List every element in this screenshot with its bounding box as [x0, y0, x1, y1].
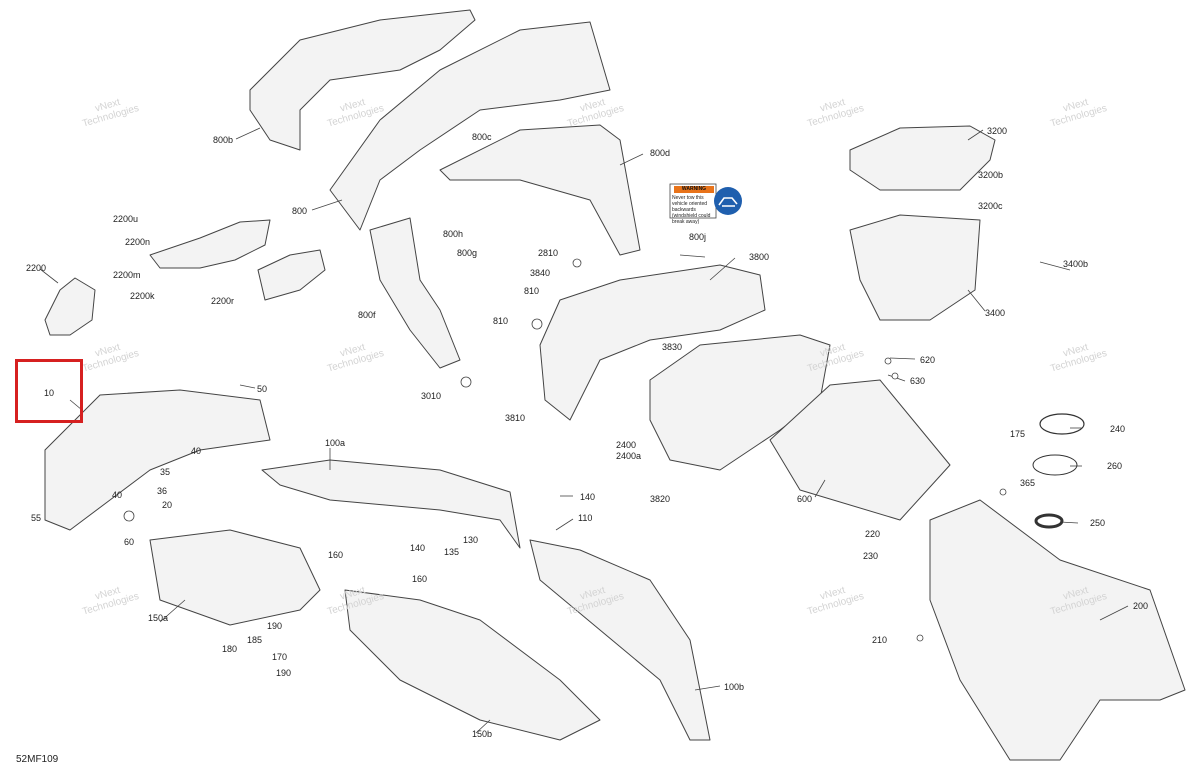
callout-185[interactable]: 185 [247, 635, 263, 645]
callout-630[interactable]: 630 [910, 376, 926, 386]
part-2200-mirror-left [44, 277, 96, 336]
warning-label-header: WARNING [674, 186, 714, 193]
part-800 [329, 21, 611, 231]
callout-800j[interactable]: 800j [689, 232, 707, 242]
diagram-reference-code: 52MF109 [16, 754, 59, 765]
callout-3200b[interactable]: 3200b [978, 170, 1004, 180]
callout-140-right[interactable]: 140 [580, 492, 596, 502]
callout-3200c[interactable]: 3200c [978, 201, 1003, 211]
callout-170[interactable]: 170 [272, 652, 288, 662]
part-3800 [539, 264, 766, 421]
part-100a [261, 459, 521, 549]
callout-160-right[interactable]: 160 [412, 574, 428, 584]
callout-180[interactable]: 180 [222, 644, 238, 654]
callout-200[interactable]: 200 [1133, 601, 1149, 611]
callout-160-left[interactable]: 160 [328, 550, 344, 560]
callout-10[interactable]: 10 [44, 388, 55, 398]
callout-3830[interactable]: 3830 [662, 342, 683, 352]
callout-3840[interactable]: 3840 [530, 268, 551, 278]
callout-3010[interactable]: 3010 [421, 391, 442, 401]
callout-800[interactable]: 800 [292, 206, 308, 216]
warning-label-body: Never tow this vehicle oriented backward… [672, 195, 711, 225]
part-2200-mirror-stem [149, 219, 271, 269]
callout-800b[interactable]: 800b [213, 135, 234, 145]
part-100b [529, 539, 711, 741]
callout-600[interactable]: 600 [797, 494, 813, 504]
callout-800g[interactable]: 800g [457, 248, 478, 258]
part-3200 [849, 125, 996, 191]
part-800d [439, 124, 641, 256]
part-600 [769, 379, 951, 521]
callout-800d[interactable]: 800d [650, 148, 671, 158]
callout-2200k[interactable]: 2200k [130, 291, 155, 301]
callout-260[interactable]: 260 [1107, 461, 1123, 471]
callout-20[interactable]: 20 [162, 500, 173, 510]
callout-810-upper[interactable]: 810 [524, 286, 540, 296]
highlight-box-part-10[interactable] [15, 359, 83, 423]
callout-3200[interactable]: 3200 [987, 126, 1008, 136]
callout-3400[interactable]: 3400 [985, 308, 1006, 318]
callout-36[interactable]: 36 [157, 486, 168, 496]
callout-250[interactable]: 250 [1090, 518, 1106, 528]
callout-800f[interactable]: 800f [358, 310, 376, 320]
callout-2200u[interactable]: 2200u [113, 214, 139, 224]
callout-150a[interactable]: 150a [148, 613, 169, 623]
part-800f [369, 217, 461, 369]
callout-365[interactable]: 365 [1020, 478, 1036, 488]
callout-130[interactable]: 130 [463, 535, 479, 545]
callout-110[interactable]: 110 [578, 513, 593, 523]
callout-100a[interactable]: 100a [325, 438, 346, 448]
callout-800h[interactable]: 800h [443, 229, 464, 239]
callout-35[interactable]: 35 [160, 467, 171, 477]
callout-2400[interactable]: 2400 [616, 440, 637, 450]
callout-230[interactable]: 230 [863, 551, 879, 561]
callout-3400b[interactable]: 3400b [1063, 259, 1089, 269]
callout-60[interactable]: 60 [124, 537, 135, 547]
callout-55[interactable]: 55 [31, 513, 42, 523]
part-200 [929, 499, 1186, 761]
callout-210[interactable]: 210 [872, 635, 888, 645]
callout-800c[interactable]: 800c [472, 132, 492, 142]
callout-40-upper[interactable]: 40 [191, 446, 202, 456]
callout-2200r[interactable]: 2200r [211, 296, 235, 306]
callout-190-upper[interactable]: 190 [267, 621, 283, 631]
callout-620[interactable]: 620 [920, 355, 936, 365]
callout-135[interactable]: 135 [444, 547, 460, 557]
part-800b [249, 9, 476, 151]
callout-810-lower[interactable]: 810 [493, 316, 509, 326]
callout-175[interactable]: 175 [1010, 429, 1026, 439]
part-3400 [849, 214, 981, 321]
callout-50[interactable]: 50 [257, 384, 268, 394]
part-2200r-mirror [257, 249, 326, 301]
callout-150b[interactable]: 150b [472, 729, 493, 739]
callout-240[interactable]: 240 [1110, 424, 1126, 434]
mandatory-icon [714, 187, 742, 215]
callout-2200m[interactable]: 2200m [113, 270, 141, 280]
callout-3820[interactable]: 3820 [650, 494, 671, 504]
callout-140-left[interactable]: 140 [410, 543, 426, 553]
callout-3800[interactable]: 3800 [749, 252, 770, 262]
callout-2200[interactable]: 2200 [26, 263, 47, 273]
callout-3810[interactable]: 3810 [505, 413, 526, 423]
callout-2810[interactable]: 2810 [538, 248, 559, 258]
callout-190-lower[interactable]: 190 [276, 668, 292, 678]
callout-40-lower[interactable]: 40 [112, 490, 123, 500]
callout-100b[interactable]: 100b [724, 682, 745, 692]
callout-2400a[interactable]: 2400a [616, 451, 642, 461]
callout-2200n[interactable]: 2200n [125, 237, 151, 247]
callout-220[interactable]: 220 [865, 529, 881, 539]
part-10-nose [44, 389, 271, 531]
part-150b [344, 589, 601, 741]
part-150a [149, 529, 321, 626]
